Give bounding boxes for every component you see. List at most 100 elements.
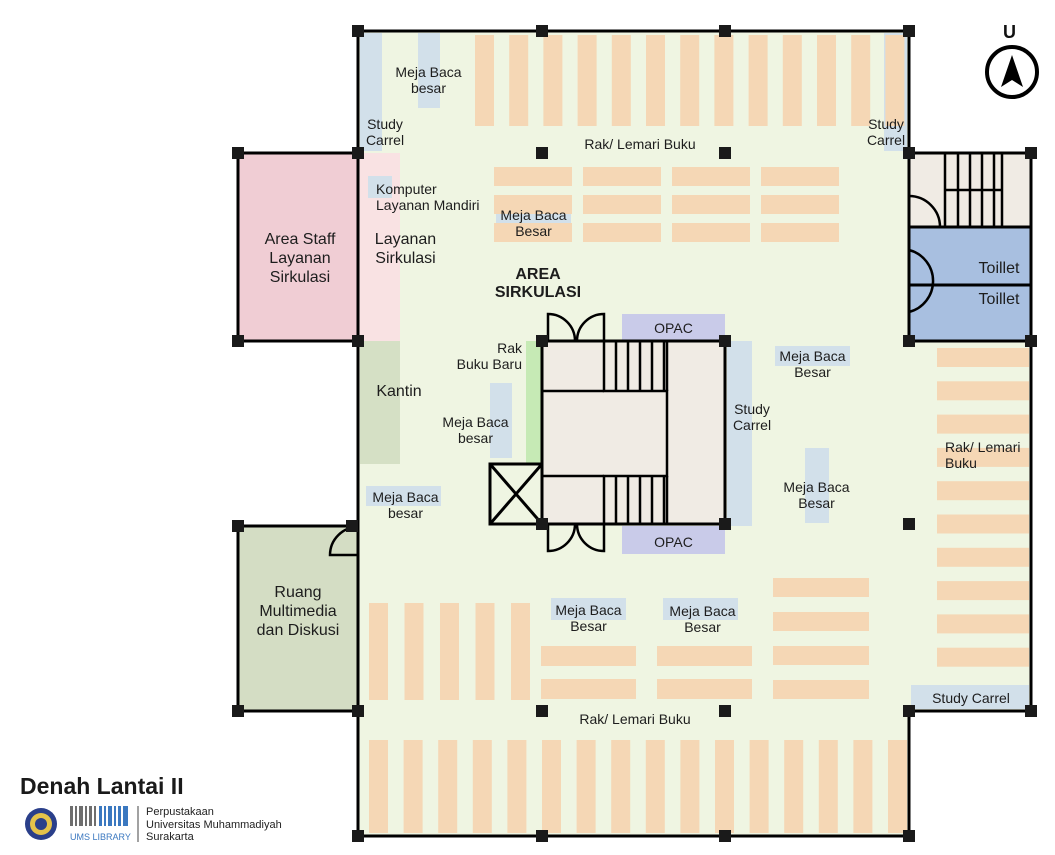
label-opac-bottom: OPAC xyxy=(654,534,693,550)
shelf xyxy=(438,740,458,833)
column xyxy=(232,147,244,159)
shelf xyxy=(782,35,802,126)
shelf xyxy=(494,167,572,186)
label-rak-buku-baru: Rak Buku Baru xyxy=(456,340,522,372)
shelf xyxy=(509,35,529,126)
column xyxy=(1025,147,1037,159)
label-meja-baca-south-2: Meja Baca Besar xyxy=(669,603,736,635)
column xyxy=(536,25,548,37)
column xyxy=(352,335,364,347)
label-study-carrel-center: Study Carrel xyxy=(732,401,772,433)
opac-top-desk xyxy=(622,314,725,341)
column xyxy=(1025,705,1037,717)
stair-core-zone xyxy=(542,341,725,524)
shelf xyxy=(542,740,561,833)
label-meja-baca-top: Meja Baca besar xyxy=(395,64,462,96)
label-meja-baca-center-top: Meja Baca Besar xyxy=(500,207,567,239)
ruang-multimedia-zone xyxy=(238,526,358,711)
shelf xyxy=(369,603,388,700)
shelf xyxy=(672,167,750,186)
label-study-carrel-ne: Study Carrel xyxy=(866,116,906,148)
label-area-staff: Area Staff Layanan Sirkulasi xyxy=(264,231,336,286)
shelf xyxy=(937,348,1029,367)
shelf xyxy=(611,740,631,833)
area-staff-zone xyxy=(238,153,358,341)
map-title: Denah Lantai II xyxy=(20,773,184,799)
shelf xyxy=(937,447,1029,467)
organization-name: Perpustakaan Universitas Muhammadiyah Su… xyxy=(146,806,282,843)
study-carrel-nw-table xyxy=(360,33,382,151)
label-meja-baca-south-1: Meja Baca Besar xyxy=(555,602,622,634)
label-toilet-1: Toillet xyxy=(978,260,1020,277)
label-toilet-2: Toillet xyxy=(978,291,1020,308)
shelf xyxy=(937,547,1029,567)
label-study-carrel-nw: Study Carrel xyxy=(365,116,405,148)
columns xyxy=(232,25,1037,842)
ne-stairs xyxy=(943,153,1004,227)
shelf xyxy=(937,581,1029,601)
library-logo-icon: UMS LIBRARY xyxy=(70,806,139,842)
shelf xyxy=(494,223,572,242)
shelf xyxy=(541,679,636,699)
shelf xyxy=(541,646,636,666)
column xyxy=(903,518,915,530)
library-logo-text: UMS LIBRARY xyxy=(70,832,131,842)
column xyxy=(719,147,731,159)
column xyxy=(719,705,731,717)
column xyxy=(352,705,364,717)
shelf xyxy=(714,35,734,126)
study-carrel-se-table xyxy=(911,685,1029,709)
shelf xyxy=(818,740,838,833)
shelf xyxy=(369,740,388,833)
shelf xyxy=(404,603,424,700)
shelf xyxy=(611,35,631,126)
study-carrel-center-table xyxy=(727,341,752,526)
shelf xyxy=(645,740,665,833)
shelf xyxy=(577,35,597,126)
opac-bottom-desk xyxy=(622,526,725,554)
label-meja-baca-west: Meja Baca besar xyxy=(372,489,439,521)
meja-baca-east-mid-table xyxy=(805,448,829,523)
shelves xyxy=(369,35,1029,833)
shelf xyxy=(773,612,869,631)
stair-treads xyxy=(614,341,666,524)
shelf xyxy=(672,223,750,242)
label-rak-top: Rak/ Lemari Buku xyxy=(584,136,696,152)
shelf xyxy=(784,740,804,833)
column xyxy=(1025,335,1037,347)
label-meja-baca-east-top: Meja Baca Besar xyxy=(779,348,846,380)
shelf xyxy=(749,740,769,833)
meja-baca-top-table xyxy=(418,33,440,108)
shelf xyxy=(672,195,750,214)
label-rak-east: Rak/ Lemari Buku xyxy=(945,439,1021,471)
shelf xyxy=(851,35,871,126)
label-opac-top: OPAC xyxy=(654,320,693,336)
column xyxy=(352,25,364,37)
shelf xyxy=(543,35,563,126)
north-letter: U xyxy=(1003,22,1016,42)
label-study-carrel-se: Study Carrel xyxy=(932,690,1010,706)
meja-baca-south-1-table xyxy=(551,598,626,620)
column xyxy=(903,25,915,37)
column xyxy=(352,830,364,842)
meja-baca-left-center-table xyxy=(490,383,512,458)
label-ruang-multimedia: Ruang Multimedia dan Diskusi xyxy=(256,584,340,639)
shelf xyxy=(583,223,661,242)
shelf xyxy=(761,223,839,242)
shelf xyxy=(403,740,423,833)
shelf xyxy=(583,195,661,214)
label-area-sirkulasi: AREA SIRKULASI xyxy=(494,266,582,301)
column xyxy=(536,705,548,717)
shelf xyxy=(583,167,661,186)
shelf xyxy=(748,35,768,126)
column xyxy=(903,830,915,842)
shelf xyxy=(817,35,836,126)
column xyxy=(903,335,915,347)
column xyxy=(719,830,731,842)
shelf xyxy=(475,35,494,126)
shelf xyxy=(937,414,1029,434)
label-kantin: Kantin xyxy=(376,383,422,400)
column xyxy=(719,518,731,530)
ne-stair-treads xyxy=(956,153,996,227)
